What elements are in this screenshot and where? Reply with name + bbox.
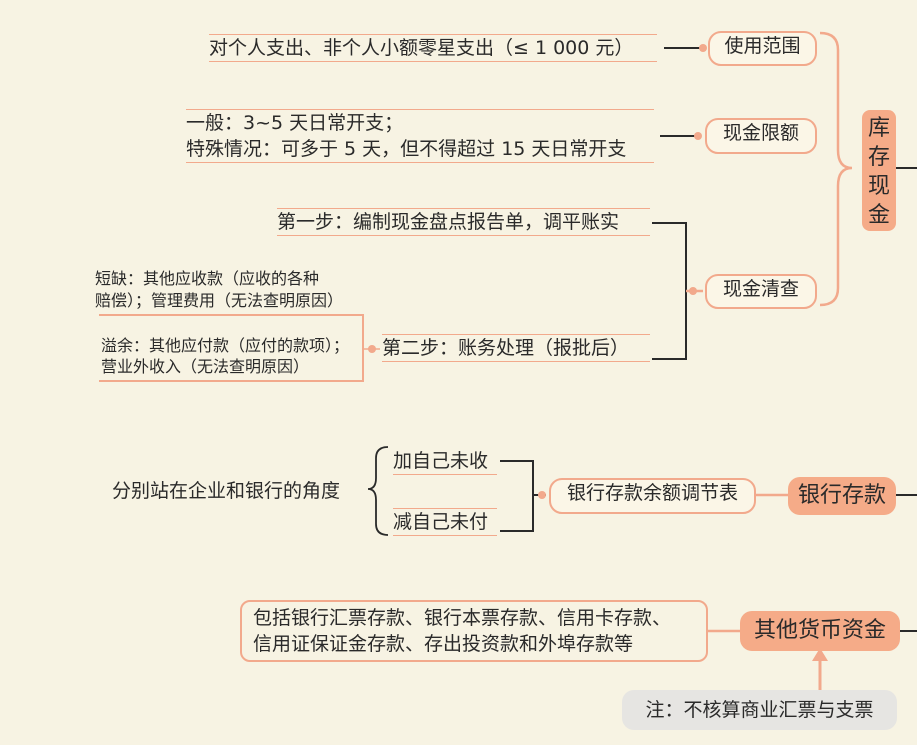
fanwei-pill: 使用范围 bbox=[708, 31, 817, 66]
surplus-line-2: 营业外收入（无法查明原因） bbox=[101, 357, 310, 376]
qingcha-bracket bbox=[652, 222, 687, 360]
fanwei-dot bbox=[699, 44, 707, 52]
yinhang-label: 银行存款余额调节表 bbox=[566, 482, 738, 504]
kucun-title-char: 金 bbox=[867, 203, 890, 228]
qita-desc-line-1: 包括银行汇票存款、银行本票存款、信用卡存款、 bbox=[253, 607, 672, 629]
note-arrow-head bbox=[812, 648, 828, 661]
surplus-box-bottom bbox=[99, 380, 364, 382]
xiane-line-1: 一般：3~5 天日常开支； bbox=[186, 109, 654, 136]
perspective-brace bbox=[367, 446, 389, 536]
qita-note: 注：不核算商业汇票与支票 bbox=[622, 690, 897, 730]
fanwei-text: 对个人支出、非个人小额零星支出（≤ 1 000 元） bbox=[209, 34, 657, 62]
xiane-line-2: 特殊情况：可多于 5 天，但不得超过 15 天日常开支 bbox=[186, 136, 654, 163]
qita-desc-box bbox=[240, 600, 708, 662]
yinhang-bracket bbox=[500, 460, 534, 532]
kucun-title: 库 存 现 金 bbox=[862, 110, 896, 231]
surplus-line-1: 溢余：其他应付款（应付的款项）； bbox=[101, 336, 350, 355]
xiane-dot bbox=[694, 132, 702, 140]
xiane-label: 现金限额 bbox=[722, 122, 799, 144]
sub-text: 减自己未付 bbox=[393, 508, 497, 536]
step2-text: 第二步：账务处理（报批后） bbox=[382, 334, 650, 362]
qingcha-label: 现金清查 bbox=[722, 278, 799, 300]
qita-title: 其他货币资金 bbox=[740, 611, 900, 651]
yinhang-title: 银行存款 bbox=[788, 477, 896, 515]
step2-dot bbox=[368, 345, 376, 353]
kucun-brace bbox=[819, 31, 853, 307]
yinhang-pill: 银行存款余额调节表 bbox=[549, 478, 756, 514]
qita-desc-line-2: 信用证保证金存款、存出投资款和外埠存款等 bbox=[253, 633, 634, 655]
qingcha-pill: 现金清查 bbox=[705, 274, 817, 309]
fanwei-label: 使用范围 bbox=[724, 35, 801, 57]
add-text: 加自己未收 bbox=[393, 448, 497, 475]
shortage-line-2: 赔偿）；管理费用（无法查明原因） bbox=[95, 291, 344, 310]
surplus-box bbox=[99, 314, 364, 381]
qingcha-dot bbox=[689, 287, 697, 295]
yinhang-dot bbox=[538, 491, 546, 499]
kucun-title-char: 现 bbox=[867, 174, 890, 199]
kucun-title-char: 存 bbox=[867, 145, 890, 170]
step1-text: 第一步：编制现金盘点报告单，调平账实 bbox=[277, 208, 650, 236]
kucun-title-char: 库 bbox=[867, 116, 890, 141]
shortage-line-1: 短缺：其他应收款（应收的各种 bbox=[95, 269, 320, 288]
xiane-pill: 现金限额 bbox=[705, 118, 817, 154]
perspective-text: 分别站在企业和银行的角度 bbox=[112, 480, 341, 502]
